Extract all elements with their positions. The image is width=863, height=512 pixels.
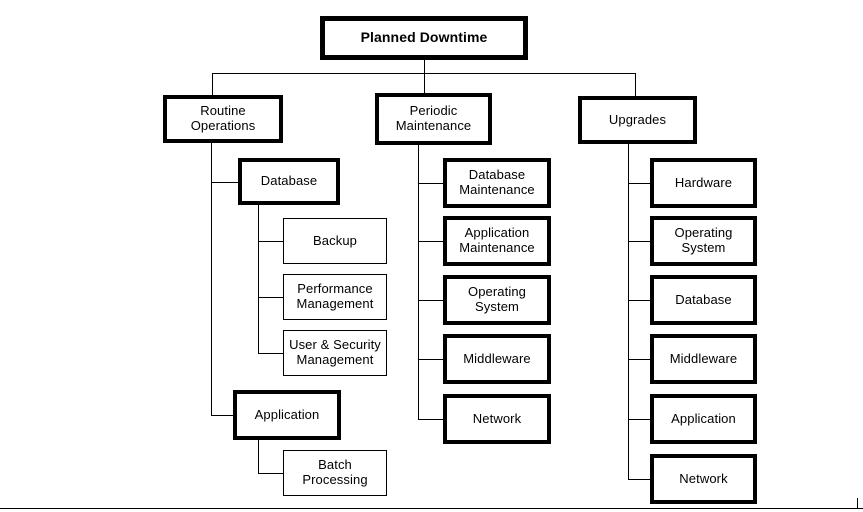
connector-database-to-usersec: [258, 353, 284, 354]
page-right-tick: [857, 498, 858, 509]
connector-routine-to-application: [211, 415, 234, 416]
connector-periodic-trunk: [418, 145, 419, 420]
node-label: Periodic Maintenance: [395, 103, 472, 133]
connector-periodic-to-network: [418, 419, 444, 420]
connector-stem-upgrades: [635, 73, 636, 96]
node-label: Hardware: [674, 174, 733, 190]
node-middleware[interactable]: Middleware: [443, 334, 551, 384]
node-label: Performance Management: [296, 281, 374, 311]
connector-root-stem: [424, 60, 425, 73]
connector-periodic-to-appmaint: [418, 241, 444, 242]
node-operating-system[interactable]: Operating System: [443, 275, 551, 325]
node-application[interactable]: Application: [233, 390, 341, 440]
node-batch-processing[interactable]: Batch Processing: [283, 450, 387, 496]
connector-database-trunk: [258, 205, 259, 354]
node-label: Application: [254, 406, 320, 422]
node-label: Batch Processing: [302, 457, 368, 487]
node-application-maintenance[interactable]: Application Maintenance: [443, 216, 551, 266]
node-operating-system[interactable]: Operating System: [650, 216, 757, 266]
node-label: Middleware: [669, 350, 738, 366]
node-label: Database: [260, 173, 318, 189]
node-label: Routine Operations: [190, 103, 256, 133]
connector-database-to-backup: [258, 241, 284, 242]
node-database[interactable]: Database: [650, 275, 757, 325]
node-label: Database: [675, 291, 732, 307]
node-label: Backup: [313, 232, 357, 248]
node-label: Network: [679, 470, 728, 486]
node-network[interactable]: Network: [443, 394, 551, 444]
node-label: Operating System: [468, 284, 526, 314]
connector-upgrades-to-middleware: [628, 359, 651, 360]
node-label: Database Maintenance: [459, 167, 535, 197]
node-label: Planned Downtime: [360, 29, 488, 46]
node-label: Application Maintenance: [459, 225, 535, 255]
node-label: Application: [671, 410, 736, 426]
node-performance-management[interactable]: Performance Management: [283, 274, 387, 320]
node-upgrades[interactable]: Upgrades: [578, 96, 697, 144]
node-periodic-maintenance[interactable]: Periodic Maintenance: [375, 93, 492, 145]
connector-routine-to-database: [211, 182, 239, 183]
connector-upgrades-to-application: [628, 419, 651, 420]
connector-upgrades-to-os: [628, 241, 651, 242]
node-label: Operating System: [674, 225, 733, 255]
node-application[interactable]: Application: [650, 394, 757, 444]
connector-periodic-to-os: [418, 300, 444, 301]
node-backup[interactable]: Backup: [283, 218, 387, 264]
connector-periodic-to-dbmaint: [418, 183, 444, 184]
node-database-maintenance[interactable]: Database Maintenance: [443, 158, 551, 208]
node-hardware[interactable]: Hardware: [650, 158, 757, 208]
connector-upgrades-to-database: [628, 300, 651, 301]
node-label: Upgrades: [608, 111, 667, 127]
node-middleware[interactable]: Middleware: [650, 334, 757, 384]
node-routine-operations[interactable]: Routine Operations: [163, 95, 283, 143]
node-label: User & Security Management: [289, 337, 381, 367]
node-label: Middleware: [463, 350, 531, 366]
node-label: Network: [472, 410, 522, 426]
connector-periodic-to-middleware: [418, 359, 444, 360]
connector-stem-routine: [212, 73, 213, 95]
node-network[interactable]: Network: [650, 454, 757, 504]
connector-application-to-batch: [258, 473, 284, 474]
node-user-and-security-management[interactable]: User & Security Management: [283, 330, 387, 376]
connector-upgrades-trunk: [628, 144, 629, 479]
page-bottom-rule: [0, 508, 863, 509]
connector-upgrades-to-hardware: [628, 183, 651, 184]
node-planned-downtime[interactable]: Planned Downtime: [320, 16, 528, 60]
connector-stem-periodic: [424, 73, 425, 93]
connector-upgrades-to-network: [628, 479, 651, 480]
connector-database-to-performance: [258, 297, 284, 298]
connector-routine-trunk: [211, 143, 212, 415]
connector-application-trunk: [258, 440, 259, 474]
node-database[interactable]: Database: [238, 158, 340, 205]
